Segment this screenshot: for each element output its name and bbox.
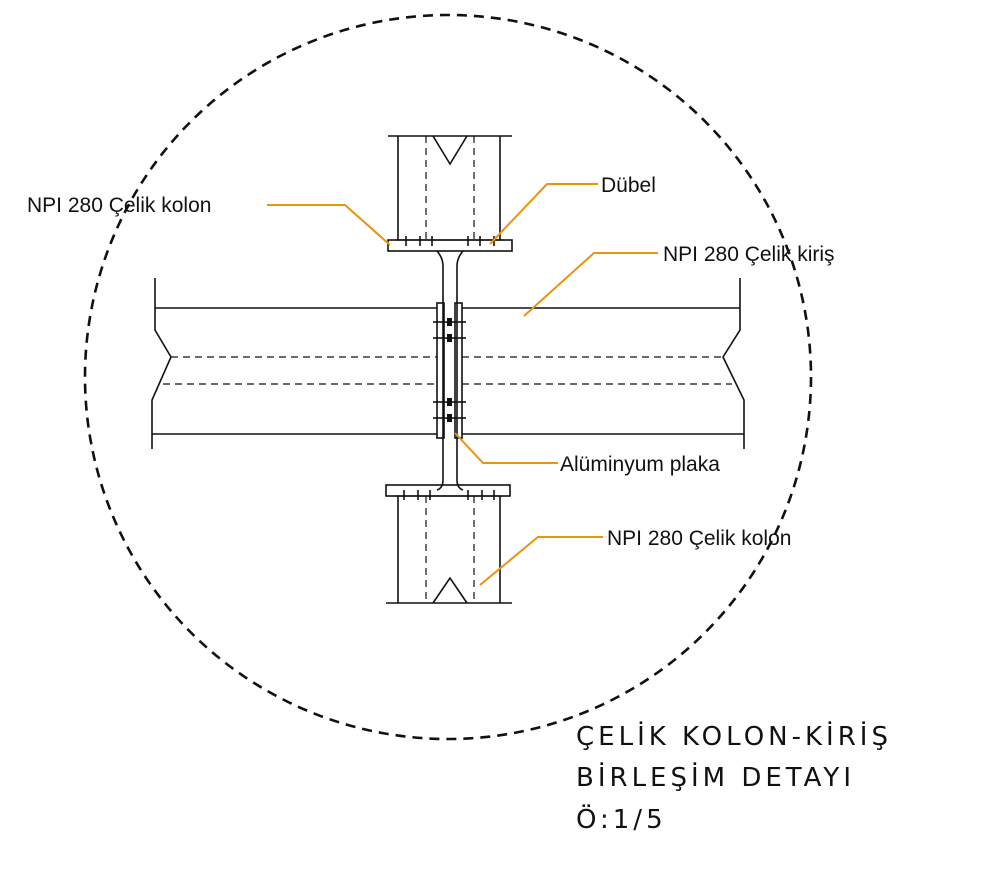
- label-upper-column: NPI 280 Çelik kolon: [27, 194, 211, 217]
- upper-column: [387, 135, 513, 252]
- leader-aluminum-plate: [454, 432, 558, 464]
- title-line-2: BİRLEŞİM DETAYI: [576, 761, 855, 793]
- lower-column: [385, 484, 512, 604]
- leader-upper-column: [267, 204, 391, 246]
- beam: [151, 278, 745, 449]
- leader-lower-column: [479, 536, 603, 586]
- upper-dowels: [405, 236, 495, 246]
- label-aluminum-plate: Alüminyum plaka: [560, 453, 720, 476]
- label-lower-column: NPI 280 Çelik kolon: [607, 527, 791, 550]
- leader-dowel: [489, 183, 598, 245]
- lower-dowels: [403, 490, 495, 500]
- connecting-profile: [436, 250, 464, 491]
- label-dowel: Dübel: [601, 174, 656, 197]
- title-line-1: ÇELİK KOLON-KİRİŞ: [576, 720, 892, 752]
- label-beam: NPI 280 Çelik kiriş: [663, 243, 835, 266]
- leader-beam: [523, 252, 658, 317]
- detail-boundary-circle: [83, 13, 813, 741]
- aluminum-plates: [433, 302, 466, 439]
- title-scale: Ö:1/5: [576, 803, 667, 835]
